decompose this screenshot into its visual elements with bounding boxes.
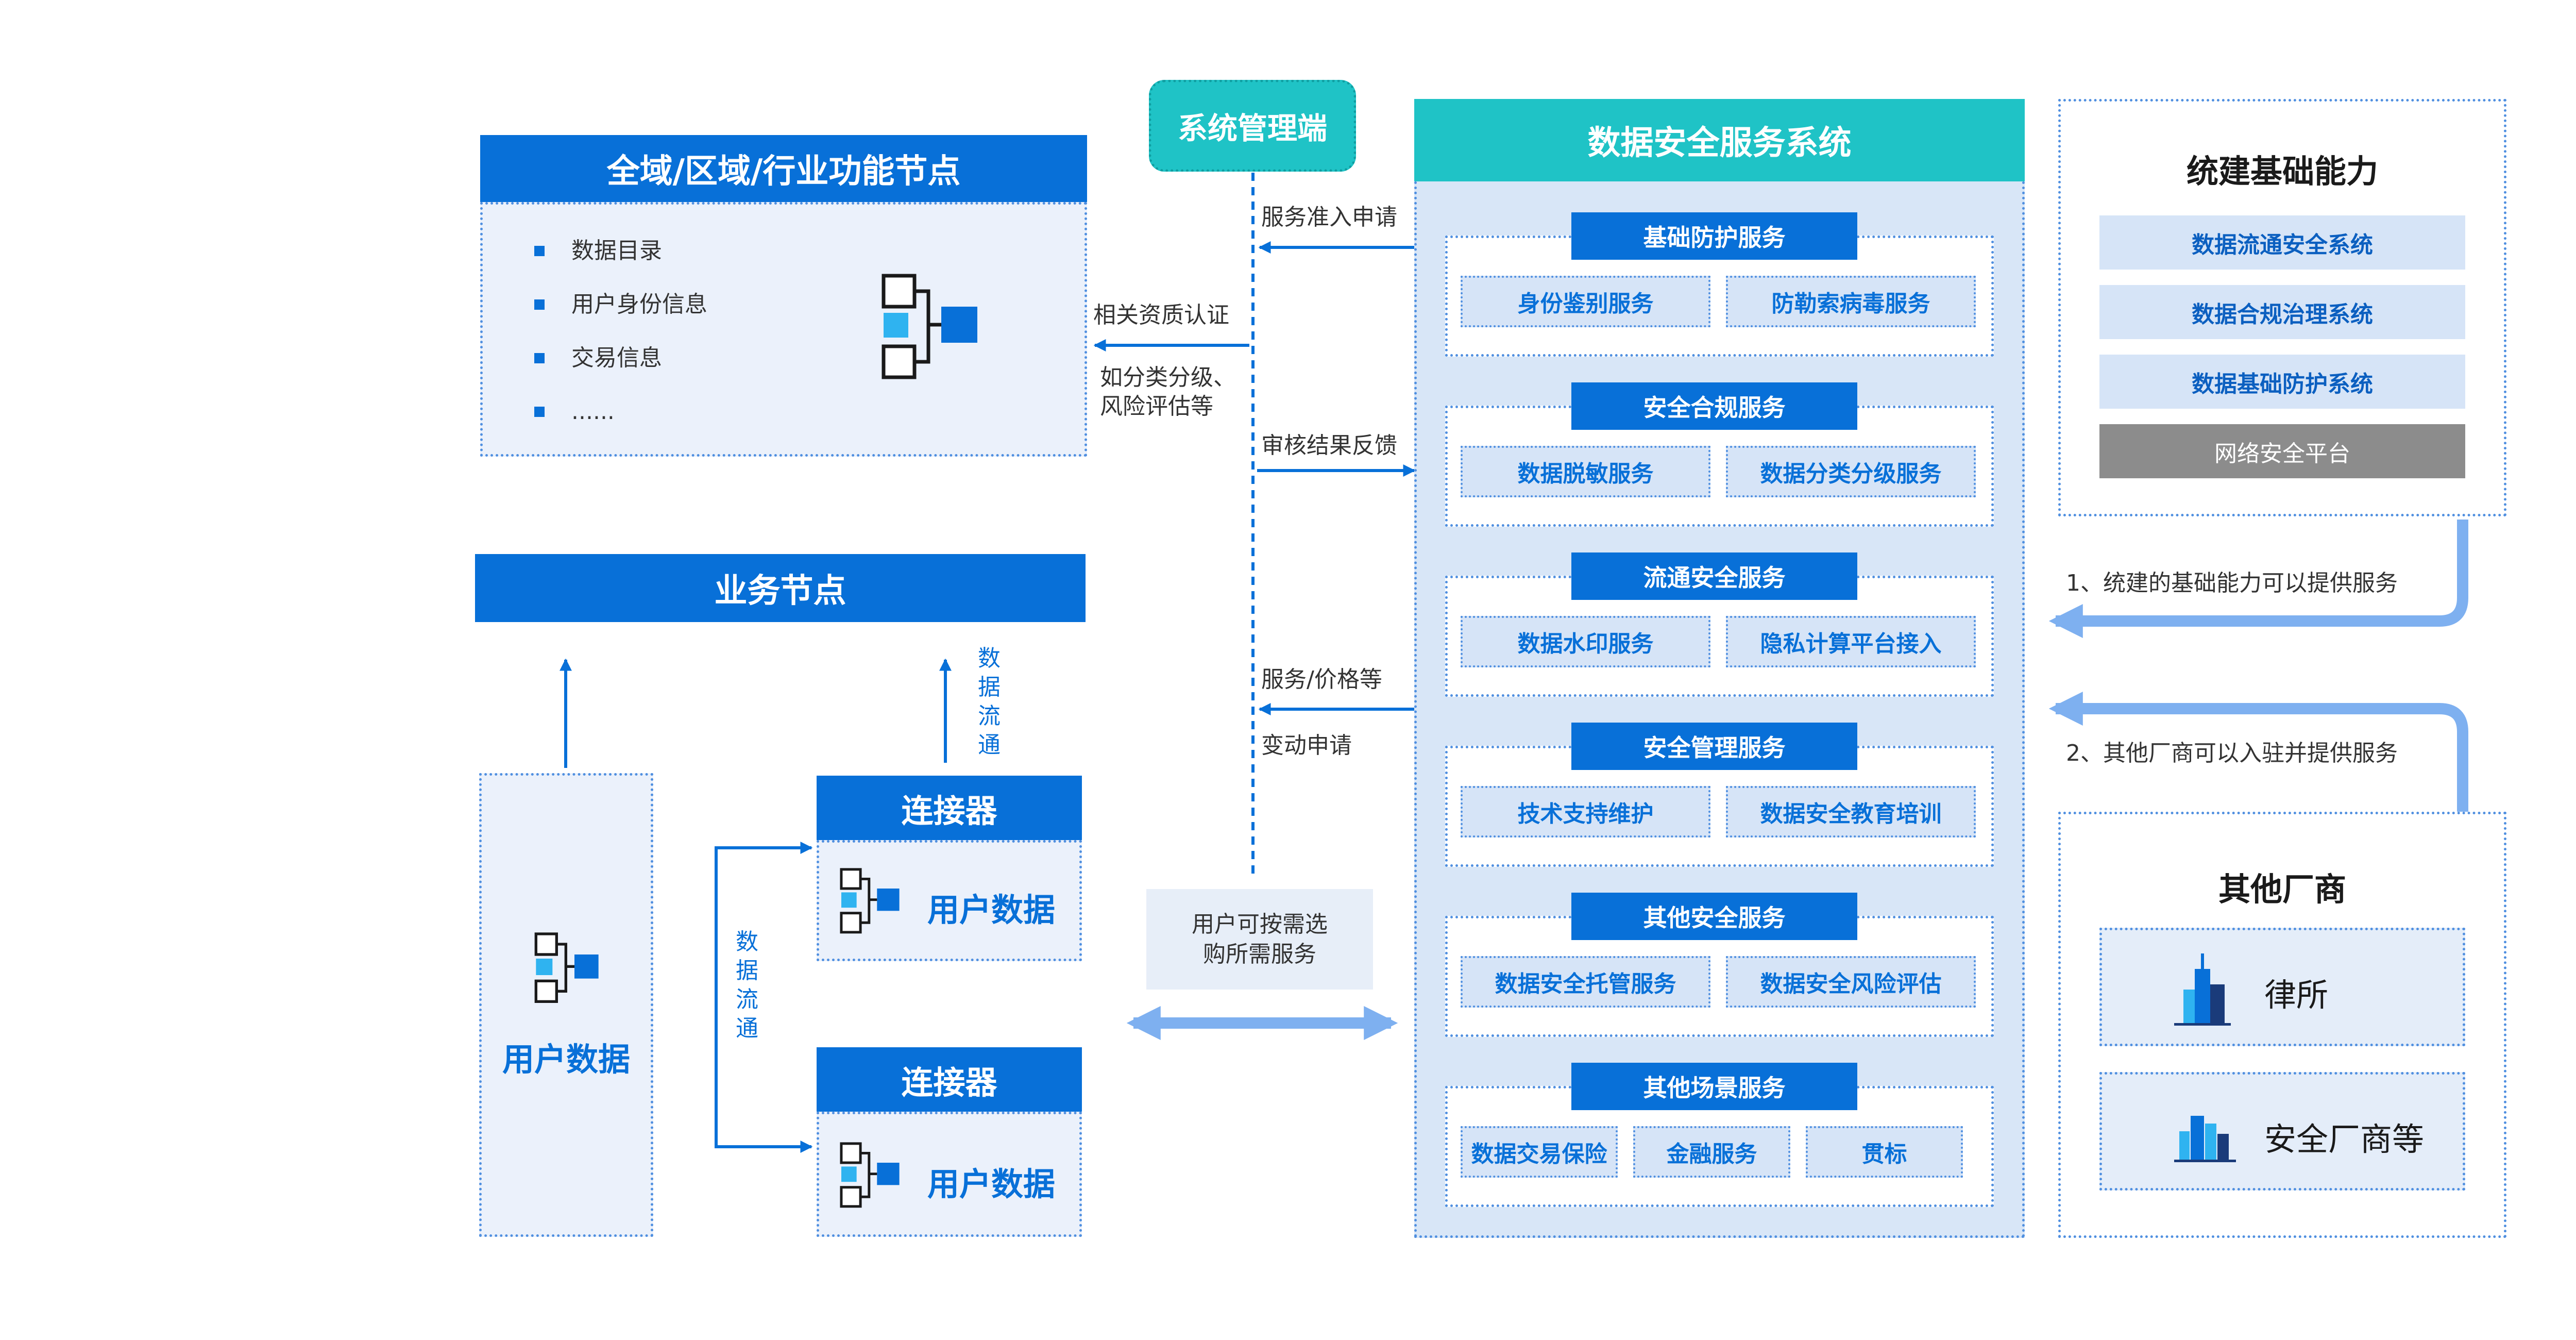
connector-title: 连接器 (901, 792, 997, 830)
service-group-title: 流通安全服务 (1571, 552, 1857, 600)
list-item: 用户身份信息 (534, 278, 707, 331)
capabilities-title: 统建基础能力 (2186, 153, 2378, 190)
service-item[interactable]: 数据安全风险评估 (1726, 956, 1976, 1008)
service-group-title-text: 流通安全服务 (1643, 564, 1786, 592)
user-choice-box: 用户可按需选购所需服务 (1146, 889, 1373, 990)
connector-header: 连接器 (817, 1047, 1082, 1112)
connector-data-label: 用户数据 (927, 1165, 1056, 1203)
vendor-item-label: 律所 (2264, 976, 2329, 1014)
service-item[interactable]: 技术支持维护 (1461, 786, 1710, 837)
capability-item[interactable]: 数据流通安全系统 (2099, 215, 2465, 270)
data-flow-label-top: 数据流通 (978, 645, 1001, 758)
domain-node-title: 全域/区域/行业功能节点 (606, 153, 961, 191)
vendor-arrow (2048, 692, 2468, 814)
data-structure-icon (840, 868, 900, 934)
qualification-label: 相关资质认证 (1093, 302, 1229, 328)
business-node-title: 业务节点 (714, 572, 846, 610)
connector-title: 连接器 (901, 1063, 997, 1101)
service-access-label: 服务准入申请 (1261, 204, 1397, 230)
capability-note: 1、统建的基础能力可以提供服务 (2066, 570, 2398, 596)
service-item[interactable]: 数据水印服务 (1461, 616, 1710, 667)
service-item[interactable]: 数据分类分级服务 (1726, 446, 1976, 497)
admin-console[interactable]: 系统管理端 (1149, 80, 1356, 172)
service-item[interactable]: 身份鉴别服务 (1461, 276, 1710, 327)
connector-panel: 用户数据 (817, 1112, 1082, 1237)
vendor-item[interactable]: 律所 (2099, 928, 2465, 1046)
user-data-panel: 用户数据 (479, 773, 653, 1237)
business-node: 业务节点 (475, 554, 1086, 622)
connector-data-label: 用户数据 (927, 891, 1056, 929)
change-apply-label: 变动申请 (1261, 732, 1352, 759)
vendor-item-label: 安全厂商等 (2264, 1120, 2425, 1158)
dss-body (1414, 181, 2025, 1238)
service-item[interactable]: 数据脱敏服务 (1461, 446, 1710, 497)
vendor-item[interactable]: 安全厂商等 (2099, 1072, 2465, 1191)
vendors-title: 其他厂商 (2218, 870, 2346, 908)
service-item[interactable]: 数据安全教育培训 (1726, 786, 1976, 837)
dss-title: 数据安全服务系统 (1587, 124, 1852, 162)
service-item[interactable]: 数据安全托管服务 (1461, 956, 1710, 1008)
service-group-title: 其他安全服务 (1571, 893, 1857, 940)
service-item[interactable]: 数据交易保险 (1461, 1126, 1618, 1178)
list-item: 数据目录 (534, 224, 707, 278)
vendor-note: 2、其他厂商可以入驻并提供服务 (2066, 740, 2398, 766)
domain-node-list: 数据目录 用户身份信息 交易信息 ...... (534, 224, 707, 439)
buildings-icon (2174, 1116, 2236, 1162)
data-structure-icon (882, 274, 977, 379)
service-price-label: 服务/价格等 (1261, 666, 1382, 693)
list-item: 交易信息 (534, 331, 707, 385)
service-group-title: 安全管理服务 (1571, 723, 1857, 770)
capability-arrow (2048, 520, 2468, 638)
domain-node-header: 全域/区域/行业功能节点 (480, 135, 1087, 202)
data-flow-bracket (715, 842, 813, 1153)
admin-console-label: 系统管理端 (1177, 111, 1327, 146)
service-group-title-text: 基础防护服务 (1643, 224, 1786, 252)
dss-header: 数据安全服务系统 (1414, 99, 2025, 181)
user-data-label: 用户数据 (502, 1041, 630, 1078)
data-structure-icon (840, 1142, 900, 1208)
data-structure-icon (534, 932, 599, 1003)
service-group-title-text: 其他安全服务 (1643, 904, 1786, 932)
connector-panel: 用户数据 (817, 840, 1082, 961)
service-item[interactable]: 防勒索病毒服务 (1726, 276, 1976, 327)
review-feedback-label: 审核结果反馈 (1261, 432, 1397, 459)
service-group-title-text: 安全合规服务 (1643, 394, 1786, 422)
user-choice-label: 用户可按需选购所需服务 (1192, 911, 1328, 967)
service-item[interactable]: 隐私计算平台接入 (1726, 616, 1976, 667)
service-group-title: 安全合规服务 (1571, 382, 1857, 430)
capability-item[interactable]: 数据合规治理系统 (2099, 285, 2465, 339)
domain-node-panel: 数据目录 用户身份信息 交易信息 ...... (480, 202, 1087, 457)
service-group-title: 其他场景服务 (1571, 1063, 1857, 1110)
capability-item[interactable]: 数据基础防护系统 (2099, 355, 2465, 409)
service-group-title: 基础防护服务 (1571, 212, 1857, 260)
service-item[interactable]: 金融服务 (1633, 1126, 1790, 1178)
capability-item[interactable]: 网络安全平台 (2099, 424, 2465, 478)
building-icon (2174, 953, 2231, 1026)
data-flow-label-left: 数据流通 (736, 929, 758, 1042)
classification-label: 如分类分级、风险评估等 (1100, 364, 1236, 420)
service-group-title-text: 其他场景服务 (1643, 1074, 1786, 1102)
service-item[interactable]: 贯标 (1806, 1126, 1963, 1178)
connector-header: 连接器 (817, 776, 1082, 840)
list-item: ...... (534, 385, 707, 439)
service-group-title-text: 安全管理服务 (1643, 734, 1786, 762)
